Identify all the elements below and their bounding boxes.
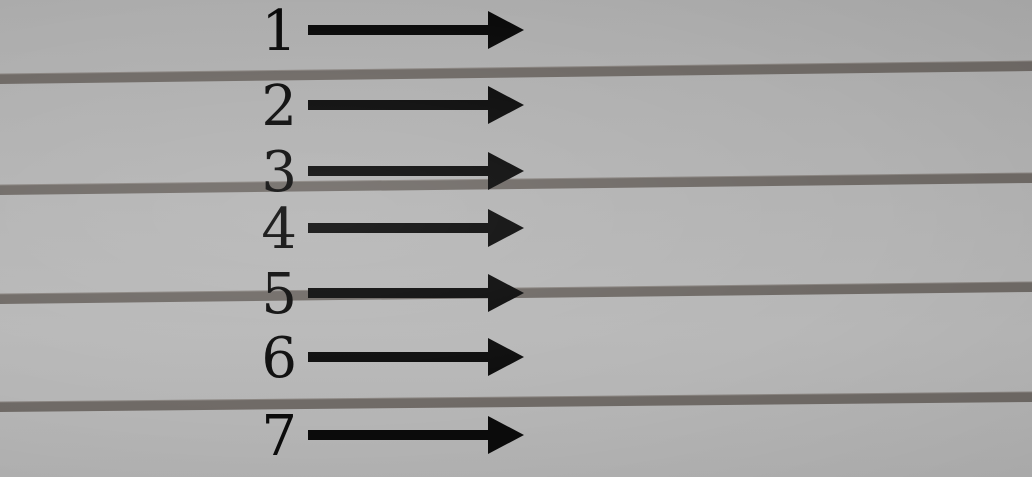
stripe-group [0, 60, 1032, 412]
marker-3: 3 [261, 140, 524, 205]
shelf-stripe-edge [0, 281, 1032, 295]
arrow-shaft [308, 100, 492, 110]
shelf-stripe [0, 61, 1032, 84]
arrow-shaft [308, 223, 492, 233]
shelf-stripe-edge [0, 60, 1032, 75]
marker-number: 5 [261, 262, 297, 327]
shelf-stripe-edge [0, 172, 1032, 186]
arrow-right-icon [488, 209, 524, 247]
marker-2: 2 [261, 74, 524, 139]
marker-6: 6 [261, 326, 524, 391]
arrow-right-icon [488, 416, 524, 454]
marker-number: 3 [261, 140, 297, 205]
arrow-shaft [308, 288, 492, 298]
marker-number: 2 [261, 74, 297, 139]
shelf-stripe [0, 392, 1032, 412]
marker-number: 6 [261, 326, 297, 391]
shelf-stripe [0, 173, 1032, 195]
arrow-right-icon [488, 152, 524, 190]
marker-1: 1 [261, 0, 524, 64]
marker-number: 7 [261, 404, 297, 469]
arrow-right-icon [488, 338, 524, 376]
arrow-shaft [308, 430, 492, 440]
shelf-stripe-edge [0, 391, 1032, 403]
arrow-right-icon [488, 86, 524, 124]
arrow-right-icon [488, 11, 524, 49]
marker-number: 1 [261, 0, 297, 64]
arrow-shaft [308, 25, 492, 35]
marker-5: 5 [261, 262, 524, 327]
arrow-right-icon [488, 274, 524, 312]
marker-number: 4 [261, 197, 297, 262]
marker-7: 7 [261, 404, 524, 469]
arrow-shaft [308, 166, 492, 176]
marker-4: 4 [261, 197, 524, 262]
arrow-shaft [308, 352, 492, 362]
